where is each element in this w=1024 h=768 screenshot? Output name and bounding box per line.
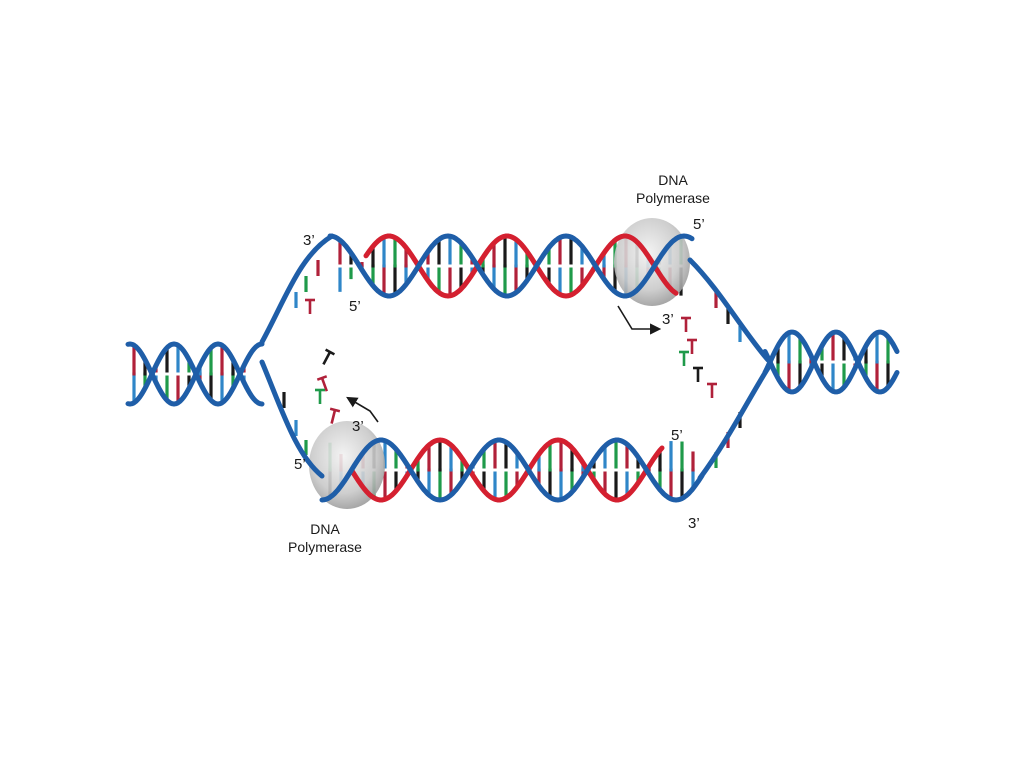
strands [125, 233, 900, 503]
label-polymerase-top: DNA Polymerase [618, 171, 728, 207]
strand-fork-left-lower [259, 359, 325, 479]
strand-fork-right-lower [697, 365, 771, 481]
label-top-left-3prime: 3’ [303, 232, 315, 249]
free-nucleotide [679, 350, 689, 366]
strand-right-parent-1 [762, 329, 900, 395]
strand-left-parent-2 [125, 341, 265, 407]
label-bottom-left-3prime: 3’ [352, 418, 364, 435]
arrow-top-polymerase [617, 305, 662, 335]
free-nucleotide [305, 298, 315, 314]
strand-upper-parent [327, 233, 695, 299]
free-nucleotide [315, 388, 325, 404]
label-polymerase-top-line1: DNA [658, 172, 688, 188]
free-nucleotide-stem [322, 351, 332, 365]
free-nucleotide-stem [320, 377, 329, 392]
free-nucleotide-stem [330, 409, 337, 424]
free-nucleotide [707, 382, 717, 398]
label-top-inner-5prime: 5’ [349, 298, 361, 315]
strand-fork-right-upper [687, 257, 771, 363]
strand-lower-parent [319, 437, 705, 503]
strand-right-parent-2 [762, 329, 900, 395]
free-nucleotide [316, 375, 329, 392]
label-polymerase-top-line2: Polymerase [636, 190, 710, 206]
free-nucleotides [305, 298, 717, 424]
label-polymerase-bottom-line2: Polymerase [288, 539, 362, 555]
label-top-right-3prime: 3’ [662, 311, 674, 328]
free-nucleotide [322, 348, 336, 365]
label-polymerase-bottom: DNA Polymerase [270, 520, 380, 556]
label-polymerase-bottom-line1: DNA [310, 521, 340, 537]
label-top-right-5prime: 5’ [693, 216, 705, 233]
free-nucleotide [693, 366, 703, 382]
label-bottom-right-3prime: 3’ [688, 515, 700, 532]
label-bottom-right-5prime: 5’ [671, 427, 683, 444]
free-nucleotide [681, 316, 691, 332]
free-nucleotide [329, 407, 341, 424]
free-nucleotide [687, 338, 697, 354]
arrow-bottom-polymerase [346, 396, 379, 423]
strand-lower-new [349, 437, 665, 503]
label-bottom-left-5prime: 5’ [294, 456, 306, 473]
strand-fork-left-upper [259, 233, 335, 345]
